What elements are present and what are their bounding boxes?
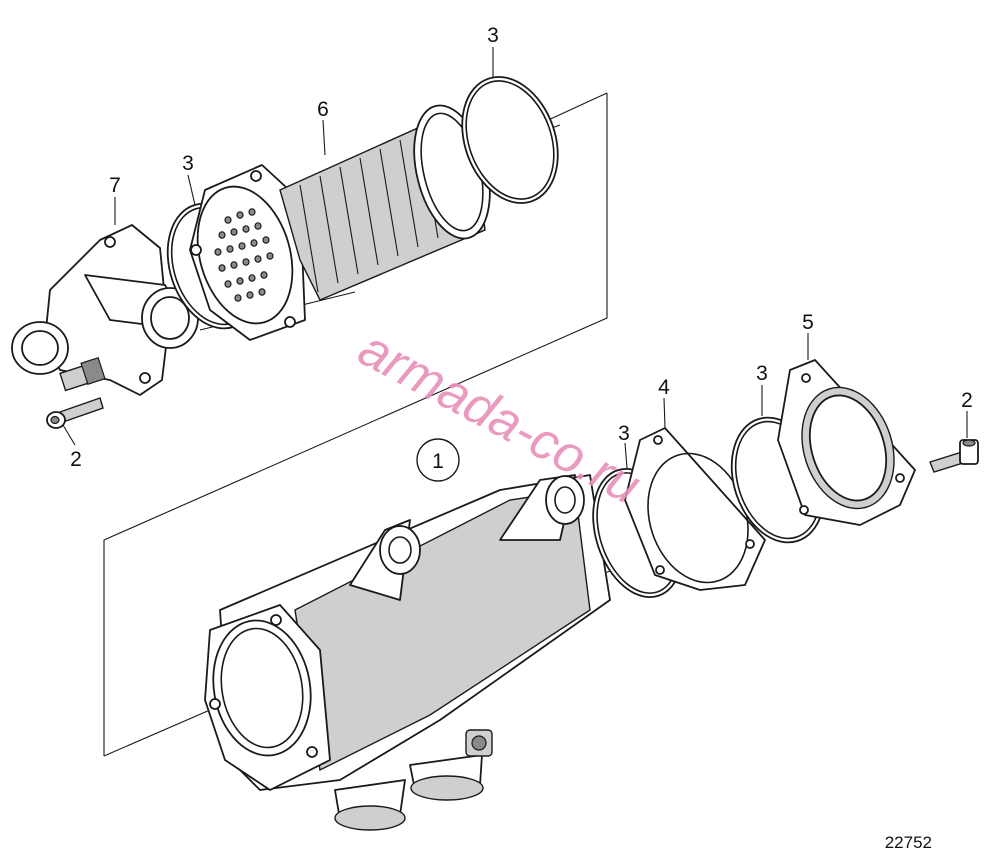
label-cover: 5 <box>802 311 814 334</box>
label-screw-right: 2 <box>961 389 973 412</box>
label-ring-left: 3 <box>182 152 194 175</box>
reference-number: 22752 <box>885 833 932 852</box>
filter-element <box>189 104 491 341</box>
label-screw-left: 2 <box>70 448 82 471</box>
label-filter: 6 <box>317 98 329 121</box>
oil-cooler-housing <box>204 474 611 831</box>
label-gasket: 4 <box>658 376 670 399</box>
cover-plate <box>777 359 916 526</box>
filter-perforations <box>214 208 274 302</box>
label-ring-mid-left: 3 <box>618 422 630 445</box>
screw-left <box>46 397 104 429</box>
watermark-text: armada-co.ru <box>349 319 649 515</box>
label-ring-mid-right: 3 <box>756 362 768 385</box>
label-ring-top: 3 <box>487 24 499 47</box>
gasket <box>624 427 766 591</box>
label-group-1: 1 <box>432 450 444 473</box>
leader-lines <box>62 47 968 469</box>
label-thermostat-housing: 7 <box>109 174 121 197</box>
screw-right <box>929 439 979 473</box>
group-callout-circle <box>416 438 460 482</box>
o-ring-top <box>461 76 559 204</box>
